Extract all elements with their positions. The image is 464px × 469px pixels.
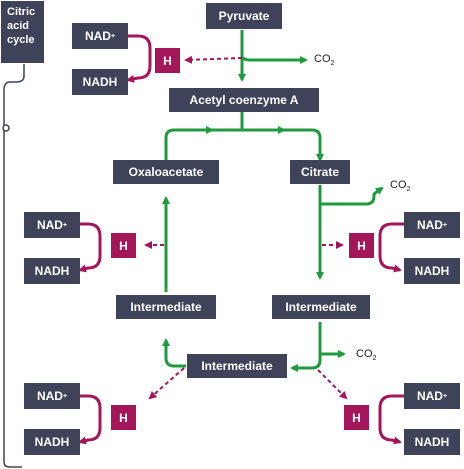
nad-plus-box-bottom-left: NAD+ xyxy=(24,383,80,409)
intermediate-right-box: Intermediate xyxy=(272,295,370,319)
nad-arrows xyxy=(78,34,404,445)
nad-text-left-mid: NAD xyxy=(36,218,63,232)
side-label-line3: cycle xyxy=(7,34,35,46)
co2-bottom-text: CO xyxy=(356,348,373,360)
nad-text-right-mid: NAD xyxy=(416,218,443,232)
curve-left-mid xyxy=(78,222,102,273)
bracket-node xyxy=(2,124,10,132)
cycle-arrows xyxy=(162,30,384,372)
curve-right-mid xyxy=(378,222,404,273)
nadh-box-bottom-left: NADH xyxy=(24,429,80,455)
intermediate-left-box: Intermediate xyxy=(116,295,216,319)
h-box-left-mid: H xyxy=(111,233,136,258)
pyruvate-box: Pyruvate xyxy=(206,3,282,29)
intermediate-bottom-box: Intermediate xyxy=(187,354,287,378)
citrate-box: Citrate xyxy=(290,160,350,184)
arrow-right-to-bottom xyxy=(290,322,322,372)
arrow-co2-right xyxy=(320,186,384,206)
h-box-bottom-right: H xyxy=(344,405,369,430)
nad-sup-top: + xyxy=(110,32,116,40)
dash-bottom-right xyxy=(317,369,348,400)
dash-top xyxy=(184,55,243,64)
nad-sup-left-mid: + xyxy=(62,221,68,229)
co2-bottom-sub: 2 xyxy=(372,355,377,363)
co2-top-label: CO2 xyxy=(314,53,334,67)
co2-top-sub: 2 xyxy=(330,60,335,68)
nad-sup-bottom-right: + xyxy=(442,392,448,400)
nadh-box-right-mid: NADH xyxy=(404,258,460,284)
nad-plus-box-right-mid: NAD+ xyxy=(404,212,460,238)
arrow-co2-top xyxy=(240,56,308,64)
nadh-box-top: NADH xyxy=(72,69,128,95)
curve-top xyxy=(126,34,152,83)
oxaloacetate-box: Oxaloacetate xyxy=(113,160,219,184)
nad-sup-bottom-left: + xyxy=(62,392,68,400)
co2-top-text: CO xyxy=(314,53,331,65)
side-bracket xyxy=(3,64,25,468)
nad-text-bottom-right: NAD xyxy=(416,389,443,403)
h-box-bottom-left: H xyxy=(111,405,136,430)
arrow-bottom-to-left xyxy=(162,338,186,368)
nad-text-bottom-left: NAD xyxy=(36,389,63,403)
curve-bottom-left xyxy=(78,394,102,445)
nad-text-top: NAD xyxy=(84,29,111,43)
h-box-top: H xyxy=(155,48,180,73)
dash-bottom-left xyxy=(148,367,185,400)
co2-right-sub: 2 xyxy=(406,186,411,194)
nad-plus-box-left-mid: NAD+ xyxy=(24,212,80,238)
acetyl-coenzyme-a-box: Acetyl coenzyme A xyxy=(169,88,319,112)
side-label-citric-acid-cycle: Citric acid cycle xyxy=(1,1,44,63)
co2-bottom-label: CO2 xyxy=(356,348,376,362)
h-release-arrows xyxy=(144,55,348,400)
curve-bottom-right xyxy=(378,394,404,445)
nadh-box-left-mid: NADH xyxy=(24,258,80,284)
side-label-line1: Citric xyxy=(7,6,36,18)
nad-plus-box-bottom-right: NAD+ xyxy=(404,383,460,409)
co2-right-text: CO xyxy=(390,179,407,191)
nad-sup-right-mid: + xyxy=(442,221,448,229)
nad-plus-box-top: NAD+ xyxy=(72,23,128,49)
h-box-right-mid: H xyxy=(349,233,374,258)
line-top-split xyxy=(164,128,324,162)
co2-right-label: CO2 xyxy=(390,179,410,193)
side-label-line2: acid xyxy=(7,20,30,32)
nadh-box-bottom-right: NADH xyxy=(404,429,460,455)
